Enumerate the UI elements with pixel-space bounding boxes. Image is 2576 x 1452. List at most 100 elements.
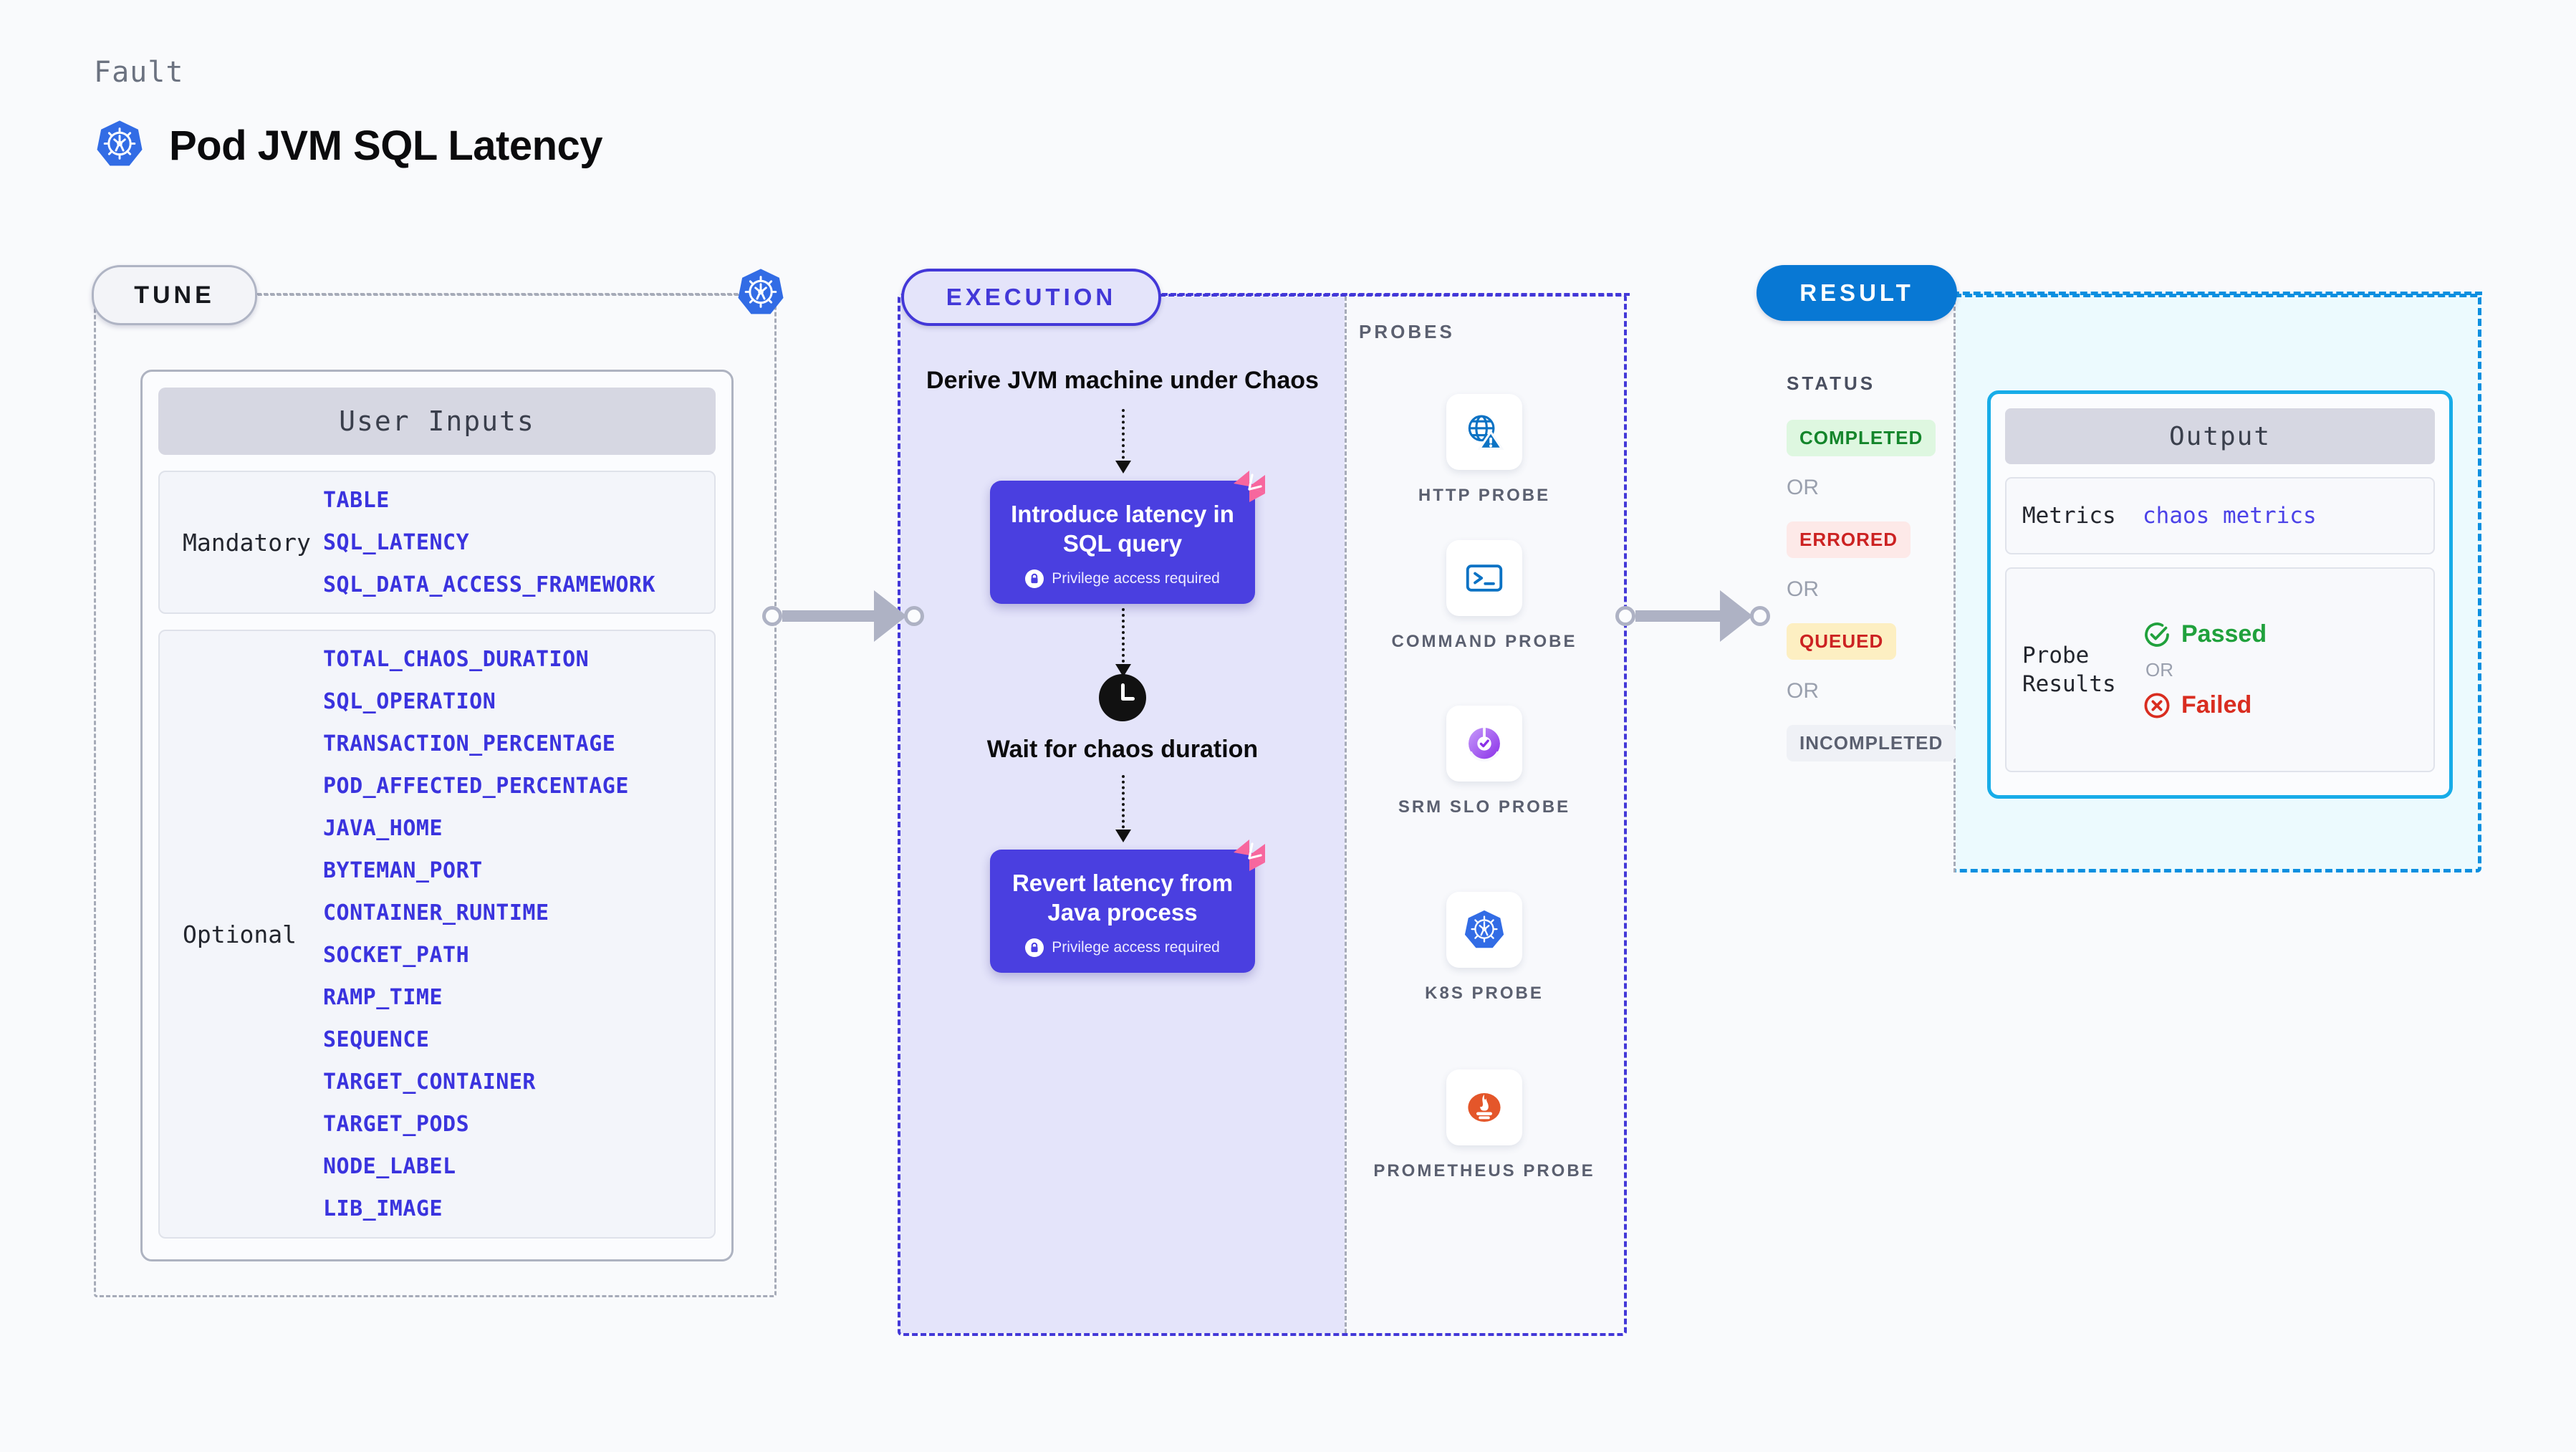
terminal-icon — [1446, 540, 1522, 616]
tune-stage-badge[interactable]: TUNE — [92, 265, 257, 325]
execution-top-dashed-line — [1153, 293, 1630, 296]
probe-srm-slo[interactable]: SRM SLO PROBE — [1345, 706, 1624, 819]
param-item[interactable]: CONTAINER_RUNTIME — [323, 900, 549, 925]
probe-k8s[interactable]: K8S PROBE — [1345, 892, 1624, 1005]
param-item[interactable]: LIB_IMAGE — [323, 1196, 443, 1221]
flow-arrow — [1115, 775, 1131, 842]
result-stage-badge[interactable]: RESULT — [1756, 265, 1957, 321]
result-top-dashed-line — [1952, 292, 2482, 295]
metrics-row: Metrics chaos metrics — [2005, 477, 2435, 554]
status-or-text: OR — [1787, 679, 1819, 703]
connector-bar — [1635, 610, 1721, 622]
prometheus-icon — [1446, 1069, 1522, 1145]
privilege-note-text: Privilege access required — [1052, 939, 1220, 956]
status-badge-incompleted: INCOMPLETED — [1787, 725, 1956, 761]
introduce-latency-action-box[interactable]: Introduce latency in SQL query Privilege… — [990, 471, 1265, 604]
status-badge-errored: ERRORED — [1787, 521, 1911, 558]
execution-stage-badge[interactable]: EXECUTION — [901, 269, 1161, 326]
connector-dot — [762, 606, 782, 626]
status-or-text: OR — [1787, 577, 1819, 601]
probes-section-label: PROBES — [1359, 321, 1455, 342]
param-item[interactable]: SQL_OPERATION — [323, 689, 496, 714]
lock-icon — [1025, 938, 1044, 957]
probe-http[interactable]: HTTP PROBE — [1345, 394, 1624, 507]
wait-chaos-duration-label: Wait for chaos duration — [986, 736, 1259, 763]
param-item[interactable]: SQL_DATA_ACCESS_FRAMEWORK — [323, 572, 656, 597]
probe-label: SRM SLO PROBE — [1398, 797, 1571, 817]
user-inputs-card: User Inputs Mandatory TABLE SQL_LATENCY … — [140, 370, 734, 1261]
probe-passed-label: Passed — [2181, 620, 2267, 648]
derive-jvm-step-label: Derive JVM machine under Chaos — [926, 367, 1319, 394]
probe-command[interactable]: COMMAND PROBE — [1345, 540, 1624, 653]
param-item[interactable]: TRANSACTION_PERCENTAGE — [323, 731, 616, 756]
fault-eyebrow-label: Fault — [94, 56, 184, 89]
probe-result-failed: Failed — [2143, 691, 2267, 720]
param-item[interactable]: SEQUENCE — [323, 1027, 430, 1052]
connector-arrowhead — [874, 590, 907, 642]
probe-or-text: OR — [2145, 658, 2173, 681]
page-title-row: Pod JVM SQL Latency — [94, 118, 603, 173]
privilege-note-row: Privilege access required — [1004, 569, 1241, 588]
param-item[interactable]: BYTEMAN_PORT — [323, 858, 483, 883]
mandatory-parameters-group: Mandatory TABLE SQL_LATENCY SQL_DATA_ACC… — [158, 471, 716, 614]
execution-badge-label: EXECUTION — [946, 284, 1117, 310]
probe-label: K8S PROBE — [1425, 984, 1544, 1003]
probe-result-passed: Passed — [2143, 620, 2267, 649]
tune-badge-label: TUNE — [134, 281, 215, 309]
probe-results-values: Passed OR Failed — [2143, 620, 2267, 720]
optional-items: TOTAL_CHAOS_DURATION SQL_OPERATION TRANS… — [323, 620, 714, 1249]
connector-arrowhead — [1720, 590, 1753, 642]
connector-dot — [1615, 606, 1635, 626]
kubernetes-icon — [735, 266, 787, 318]
user-inputs-title: User Inputs — [158, 388, 716, 455]
connector-execution-to-result — [1615, 590, 1770, 642]
param-item[interactable]: SOCKET_PATH — [323, 943, 470, 968]
srm-slo-icon — [1446, 706, 1522, 782]
param-item[interactable]: TOTAL_CHAOS_DURATION — [323, 647, 590, 672]
param-item[interactable]: RAMP_TIME — [323, 985, 443, 1010]
globe-warning-icon — [1446, 394, 1522, 470]
param-item[interactable]: POD_AFFECTED_PERCENTAGE — [323, 774, 629, 799]
param-item[interactable]: TARGET_CONTAINER — [323, 1069, 536, 1095]
param-item[interactable]: TABLE — [323, 487, 390, 513]
status-badge-completed: COMPLETED — [1787, 420, 1936, 456]
param-item[interactable]: JAVA_HOME — [323, 816, 443, 841]
probe-label: HTTP PROBE — [1418, 486, 1551, 505]
mandatory-items: TABLE SQL_LATENCY SQL_DATA_ACCESS_FRAMEW… — [323, 461, 714, 625]
connector-bar — [782, 610, 875, 622]
connector-dot — [904, 606, 924, 626]
optional-group-label: Optional — [183, 920, 297, 948]
probe-results-row: Probe Results Passed OR — [2005, 567, 2435, 772]
result-status-column — [1756, 294, 1956, 872]
probe-label: PROMETHEUS PROBE — [1373, 1161, 1595, 1181]
connector-tune-to-execution — [762, 590, 924, 642]
probe-prometheus[interactable]: PROMETHEUS PROBE — [1345, 1069, 1624, 1183]
kubernetes-icon — [1446, 892, 1522, 968]
lock-icon — [1025, 569, 1044, 588]
harness-logo-icon — [1228, 465, 1271, 508]
param-item[interactable]: NODE_LABEL — [323, 1154, 456, 1179]
param-item[interactable]: TARGET_PODS — [323, 1112, 470, 1137]
kubernetes-icon — [94, 118, 145, 173]
x-circle-icon — [2143, 691, 2171, 720]
privilege-note-row: Privilege access required — [1004, 938, 1241, 957]
output-card: Output Metrics chaos metrics Probe Resul… — [1987, 390, 2453, 799]
revert-latency-action-box[interactable]: Revert latency from Java process Privile… — [990, 840, 1265, 973]
result-badge-label: RESULT — [1799, 279, 1914, 306]
status-badge-queued: QUEUED — [1787, 623, 1897, 660]
introduce-latency-title: Introduce latency in SQL query — [1011, 501, 1234, 557]
probe-label: COMMAND PROBE — [1391, 632, 1577, 651]
status-or-text: OR — [1787, 476, 1819, 499]
clock-icon — [1099, 674, 1146, 721]
metrics-value[interactable]: chaos metrics — [2143, 503, 2317, 529]
connector-dot — [1750, 606, 1770, 626]
status-label: STATUS — [1787, 372, 1876, 394]
probe-failed-label: Failed — [2181, 691, 2252, 718]
probe-results-key: Probe Results — [2022, 643, 2116, 697]
param-item[interactable]: SQL_LATENCY — [323, 529, 470, 555]
check-circle-icon — [2143, 620, 2171, 649]
privilege-note-text: Privilege access required — [1052, 570, 1220, 587]
flow-arrow — [1115, 409, 1131, 473]
execution-flow: Derive JVM machine under Chaos Introduce… — [900, 365, 1345, 973]
flow-arrow — [1115, 608, 1131, 677]
